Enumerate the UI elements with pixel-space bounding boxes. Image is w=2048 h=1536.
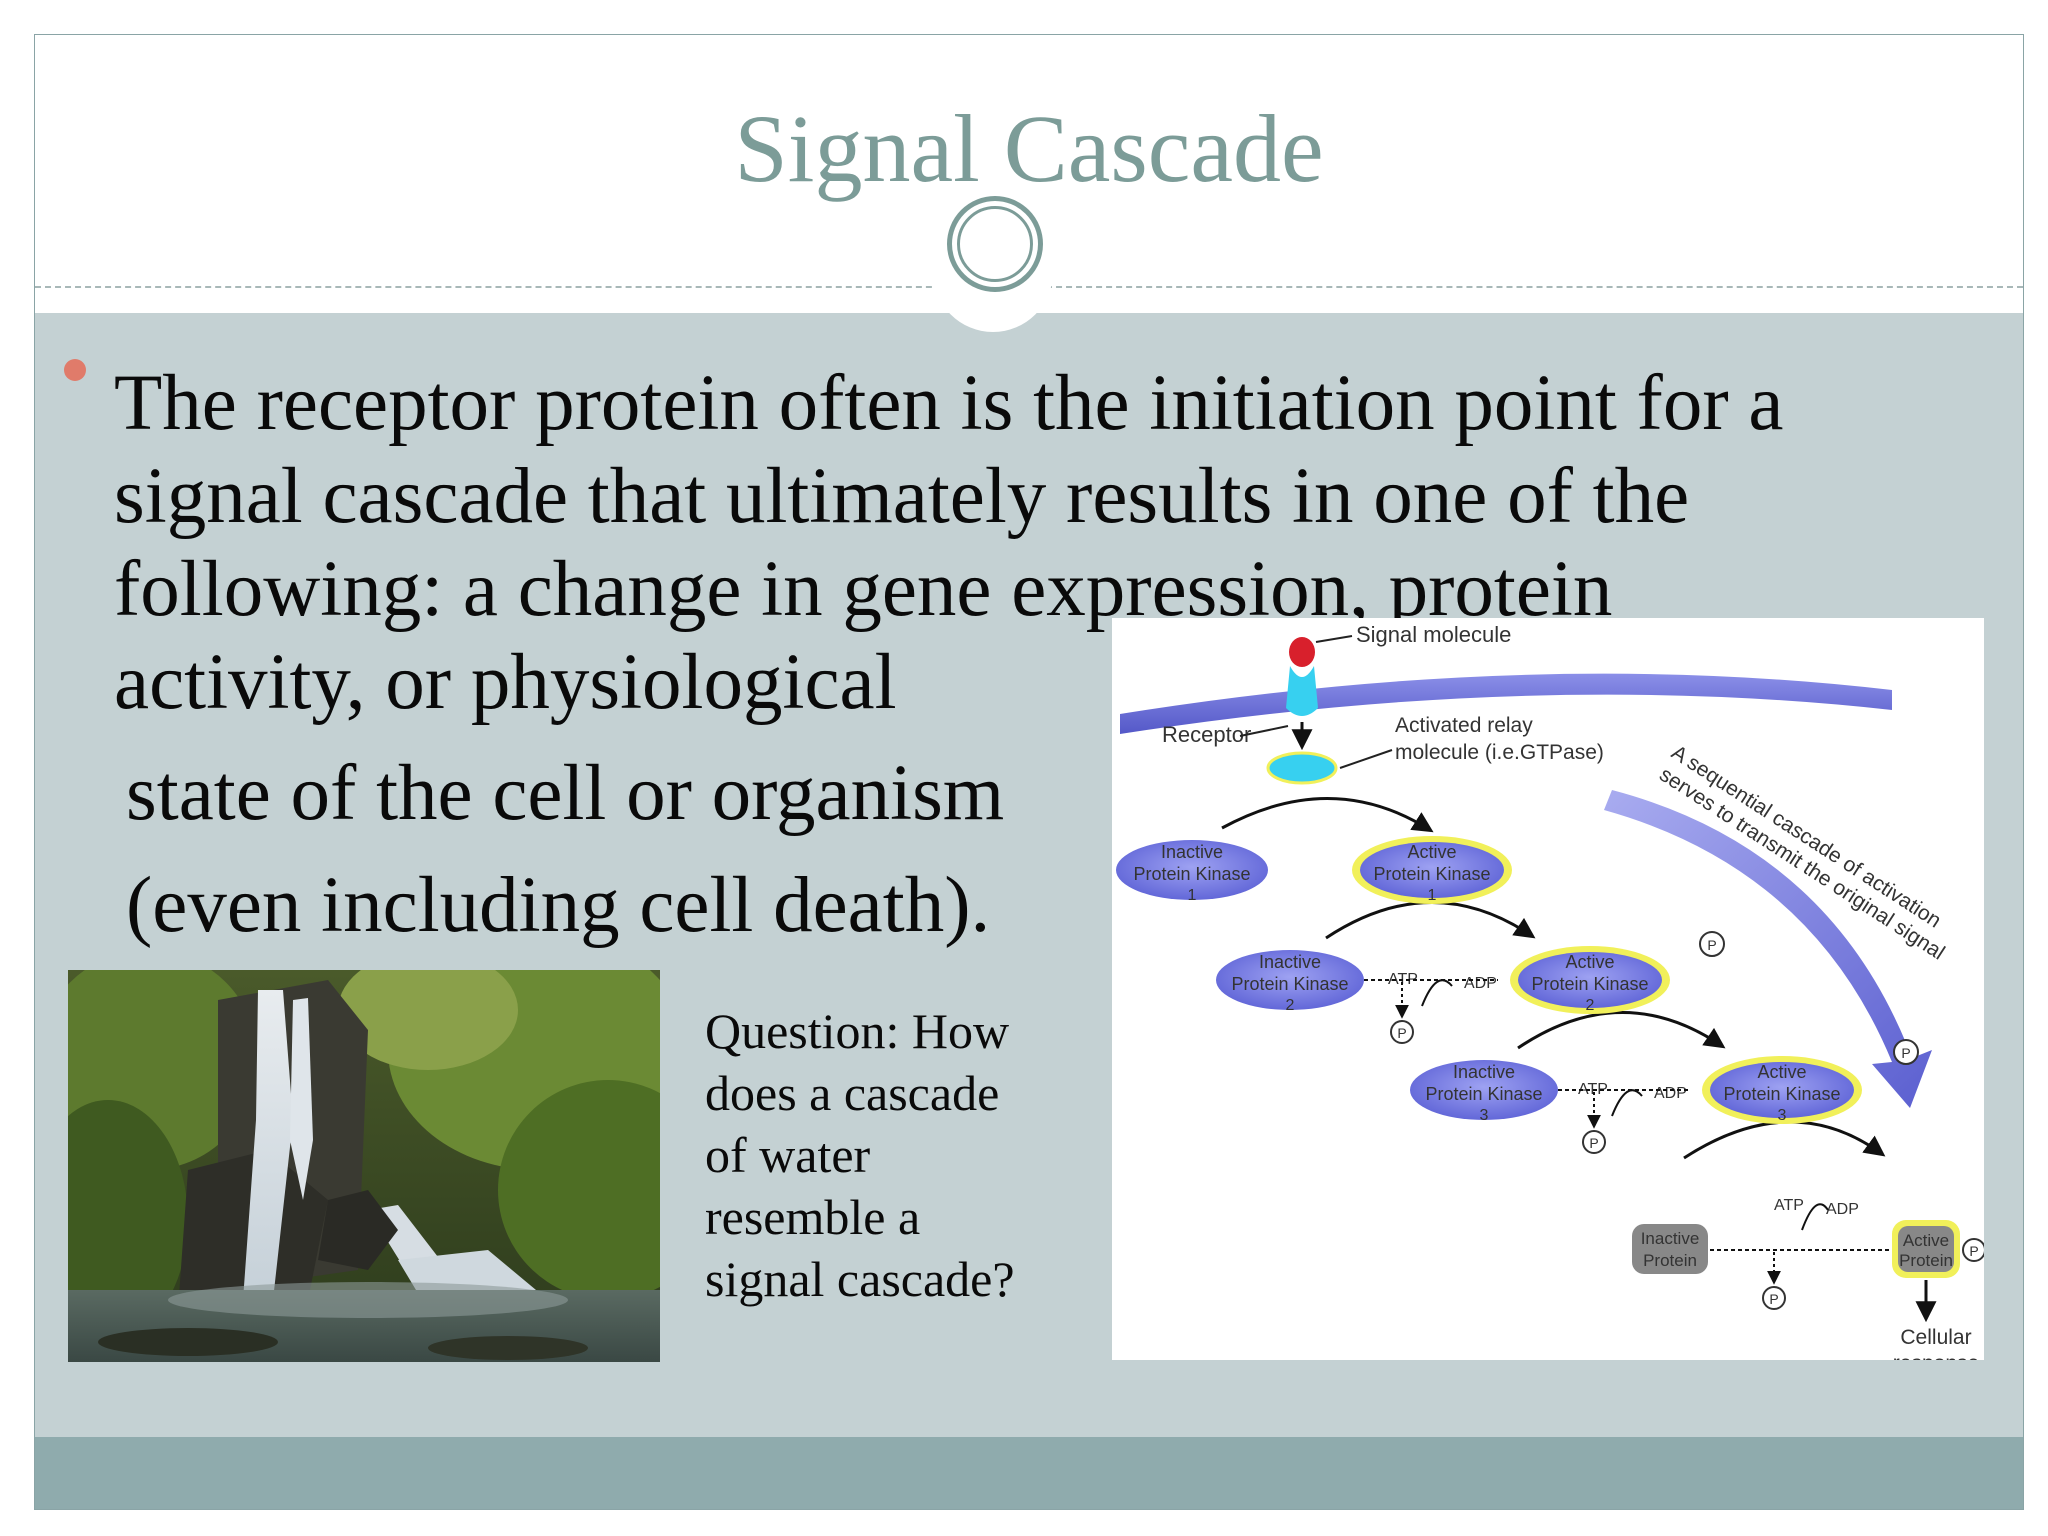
svg-text:ADP: ADP [1464, 975, 1497, 992]
relay-label-line2: molecule (i.e.GTPase) [1395, 741, 1604, 764]
cellular-response-line1: Cellular [1900, 1326, 1971, 1349]
svg-text:P: P [1769, 1291, 1778, 1307]
question-line-2: does a cascade [705, 1065, 1000, 1121]
svg-text:Protein: Protein [1899, 1251, 1953, 1270]
svg-text:Protein Kinase: Protein Kinase [1373, 864, 1490, 884]
signal-molecule-icon [1289, 637, 1315, 667]
question-line-1: Question: How [705, 1003, 1010, 1059]
svg-text:Protein Kinase: Protein Kinase [1133, 864, 1250, 884]
svg-text:Inactive: Inactive [1641, 1229, 1700, 1248]
cascade-arrow-icon [1604, 790, 1932, 1108]
svg-text:ADP: ADP [1826, 1201, 1859, 1218]
bullet-text-line-2: signal cascade that ultimately results i… [114, 453, 1690, 540]
bullet-text-line-4: activity, or physiological [114, 639, 897, 726]
bullet-text-line-5: state of the cell or organism [126, 750, 1005, 837]
svg-text:P: P [1969, 1243, 1978, 1259]
svg-text:3: 3 [1480, 1107, 1489, 1124]
signal-cascade-diagram: Signal molecule Receptor Activated relay… [1112, 618, 1984, 1360]
svg-text:Protein Kinase: Protein Kinase [1425, 1084, 1542, 1104]
footer-bar [35, 1437, 2023, 1509]
bullet-dot-icon [64, 359, 86, 381]
svg-text:2: 2 [1586, 997, 1595, 1014]
divider-circle-inner-ring [957, 206, 1033, 282]
svg-text:Protein Kinase: Protein Kinase [1531, 974, 1648, 994]
active-kinase-2 [1518, 952, 1662, 1008]
question-line-4: resemble a [705, 1189, 921, 1245]
svg-text:1: 1 [1188, 887, 1197, 904]
phosphate-icon [1390, 1020, 1414, 1044]
svg-text:P: P [1589, 1135, 1598, 1151]
signal-molecule-label: Signal molecule [1356, 622, 1511, 647]
svg-text:Inactive: Inactive [1259, 952, 1321, 972]
phosphate-icon [1699, 931, 1725, 957]
cellular-response-line2: response [1893, 1352, 1979, 1360]
svg-text:Inactive: Inactive [1161, 842, 1223, 862]
svg-text:3: 3 [1778, 1107, 1787, 1124]
svg-text:Active: Active [1757, 1062, 1806, 1082]
inactive-kinase-1 [1116, 840, 1268, 900]
svg-text:Protein Kinase: Protein Kinase [1231, 974, 1348, 994]
bullet-text-line-1: The receptor protein often is the initia… [114, 360, 1784, 447]
svg-text:P: P [1707, 937, 1716, 953]
svg-text:Protein: Protein [1643, 1251, 1697, 1270]
svg-text:ATP: ATP [1774, 1197, 1804, 1214]
bullet-text-line-6: (even including cell death). [126, 862, 991, 949]
waterfall-photo [68, 970, 660, 1362]
cascade-note-line2: serves to transmit the original signal [1655, 763, 1948, 965]
svg-text:P: P [1397, 1025, 1406, 1041]
svg-text:ADP: ADP [1654, 1085, 1687, 1102]
active-kinase-3 [1710, 1062, 1854, 1118]
svg-text:1: 1 [1428, 887, 1437, 904]
question-line-5: signal cascade? [705, 1251, 1015, 1307]
receptor-icon [1286, 666, 1318, 716]
svg-text:Inactive: Inactive [1453, 1062, 1515, 1082]
inactive-kinase-3 [1410, 1060, 1558, 1120]
receptor-label: Receptor [1162, 722, 1251, 747]
phosphate-icon [1962, 1238, 1984, 1262]
relay-molecule-icon [1266, 751, 1338, 785]
inactive-protein [1632, 1224, 1708, 1274]
svg-text:P: P [1901, 1045, 1910, 1061]
slide-title: Signal Cascade [734, 95, 1324, 202]
active-kinase-1 [1360, 842, 1504, 898]
svg-text:Active: Active [1407, 842, 1456, 862]
phosphate-icon [1893, 1039, 1919, 1065]
inactive-kinase-2 [1216, 950, 1364, 1010]
phosphate-icon [1582, 1130, 1606, 1154]
svg-text:Protein Kinase: Protein Kinase [1723, 1084, 1840, 1104]
active-protein [1898, 1226, 1954, 1272]
bullet-text-line-3: following: a change in gene expression, … [114, 546, 1613, 633]
svg-text:Active: Active [1903, 1231, 1949, 1250]
question-text: Question: How does a cascade of water re… [705, 1000, 1015, 1310]
svg-text:Active: Active [1565, 952, 1614, 972]
phosphate-icon [1762, 1286, 1786, 1310]
question-line-3: of water [705, 1127, 871, 1183]
svg-text:ATP: ATP [1578, 1081, 1608, 1098]
relay-label-line1: Activated relay [1395, 714, 1533, 737]
svg-text:2: 2 [1286, 997, 1295, 1014]
